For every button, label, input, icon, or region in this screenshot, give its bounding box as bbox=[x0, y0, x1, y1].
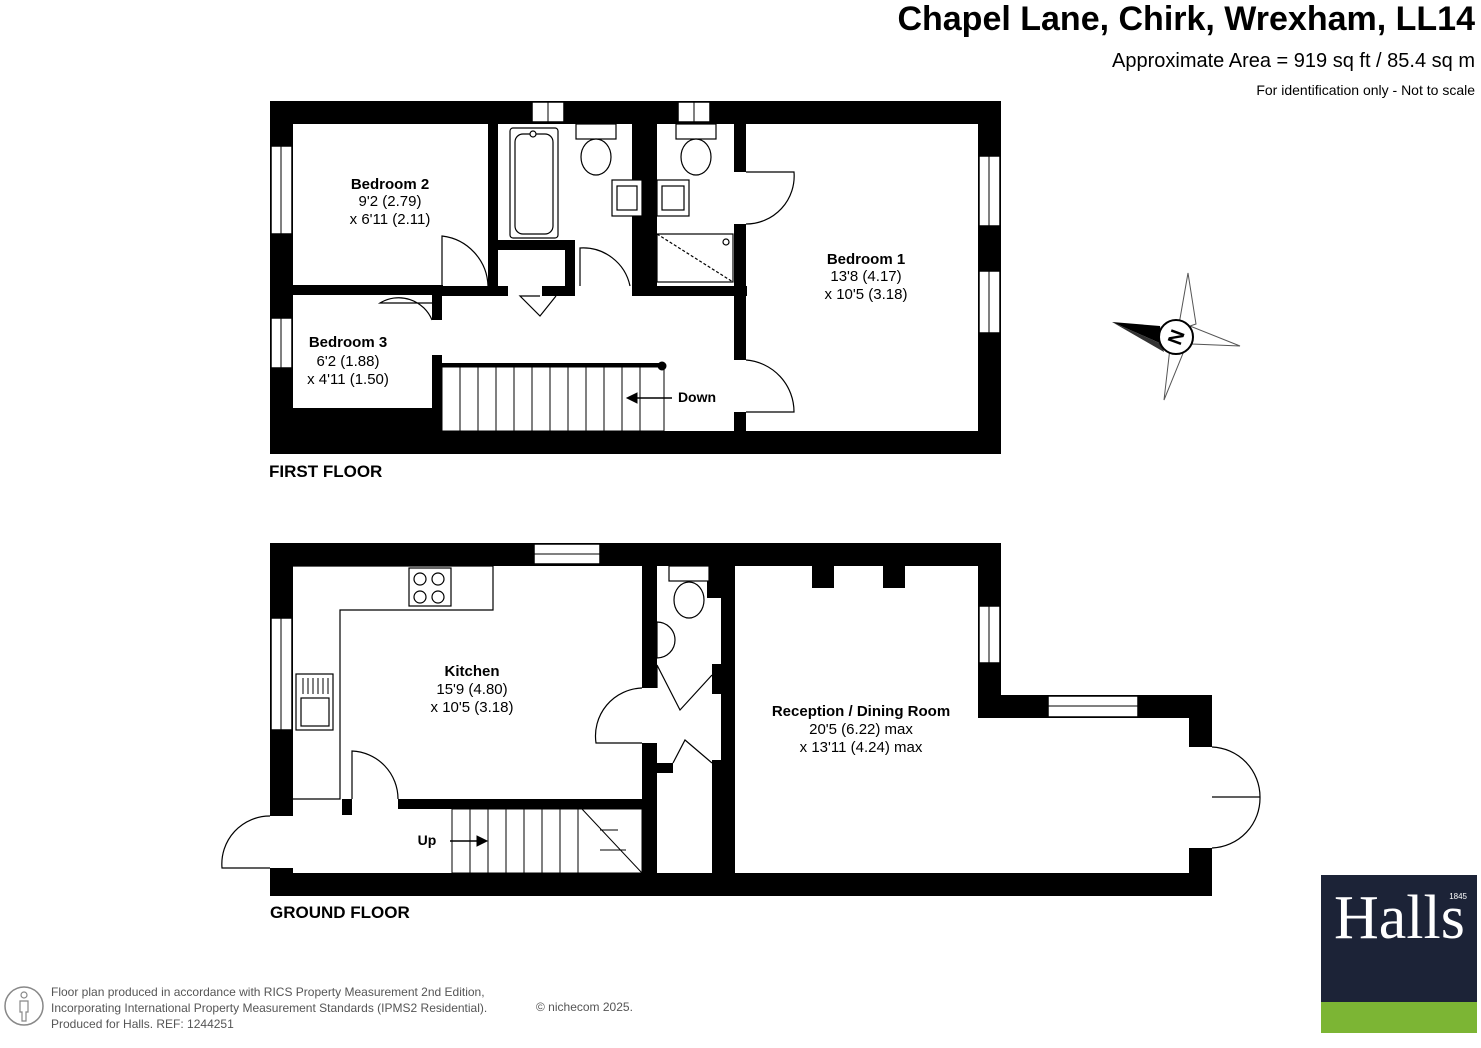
ground-floor-stairs bbox=[450, 808, 643, 874]
reception-dim1: 20'5 (6.22) max bbox=[809, 721, 913, 738]
sink-drainer bbox=[302, 678, 329, 694]
ground-floor-plan: Kitchen 15'9 (4.80) x 10'5 (3.18) Recept… bbox=[221, 543, 1261, 896]
first-floor-label: FIRST FLOOR bbox=[269, 462, 383, 481]
logo-year: 1845 bbox=[1449, 892, 1467, 901]
kitchen-dim1: 15'9 (4.80) bbox=[436, 681, 507, 698]
bedroom2-dim1: 9'2 (2.79) bbox=[359, 193, 422, 210]
footer-line3: Produced for Halls. REF: 1244251 bbox=[51, 1017, 234, 1031]
first-floor-plan: Bedroom 2 9'2 (2.79) x 6'11 (2.11) Bedro… bbox=[270, 101, 1001, 454]
ground-floor-room-labels: Kitchen 15'9 (4.80) x 10'5 (3.18) Recept… bbox=[418, 663, 951, 848]
kitchen-dim2: x 10'5 (3.18) bbox=[431, 699, 514, 716]
reception-dim2: x 13'11 (4.24) max bbox=[800, 739, 923, 756]
footer-notes: Floor plan produced in accordance with R… bbox=[51, 984, 487, 1032]
bedroom2-name: Bedroom 2 bbox=[351, 176, 429, 193]
ground-floor-walls bbox=[270, 543, 1212, 896]
bedroom1-dim2: x 10'5 (3.18) bbox=[825, 286, 908, 303]
bathroom-fixtures bbox=[509, 123, 734, 283]
person-icon bbox=[4, 986, 44, 1026]
first-floor-stairs bbox=[441, 361, 672, 432]
compass-rose: N bbox=[1112, 272, 1241, 401]
first-floor-window-panes bbox=[280, 102, 990, 368]
first-floor-doors bbox=[377, 171, 795, 413]
wc-fixtures bbox=[656, 565, 710, 659]
footer-line2: Incorporating International Property Mea… bbox=[51, 1001, 488, 1015]
stairs-down-label: Down bbox=[678, 389, 716, 405]
halls-logo: Halls 1845 bbox=[1321, 875, 1477, 1033]
bedroom3-name: Bedroom 3 bbox=[309, 334, 387, 351]
logo-accent-bar bbox=[1321, 1002, 1477, 1033]
ground-floor-label: GROUND FLOOR bbox=[270, 903, 410, 922]
footer-line1: Floor plan produced in accordance with R… bbox=[51, 985, 485, 999]
ground-floor-window-panes bbox=[280, 553, 1138, 730]
bedroom3-dim1: 6'2 (1.88) bbox=[317, 353, 380, 370]
logo-wordmark: Halls bbox=[1334, 884, 1465, 952]
bedroom1-name: Bedroom 1 bbox=[827, 251, 905, 268]
kitchen-name: Kitchen bbox=[444, 663, 499, 680]
bedroom1-dim1: 13'8 (4.17) bbox=[830, 268, 901, 285]
property-title: Chapel Lane, Chirk, Wrexham, LL14 bbox=[897, 0, 1475, 38]
bedroom2-dim2: x 6'11 (2.11) bbox=[350, 211, 431, 228]
approximate-area: Approximate Area = 919 sq ft / 85.4 sq m bbox=[1112, 50, 1475, 72]
kitchen-worktop bbox=[293, 565, 494, 800]
stairs-up-label: Up bbox=[418, 832, 437, 848]
ground-floor-doors bbox=[221, 664, 1261, 869]
reception-name: Reception / Dining Room bbox=[772, 703, 950, 720]
first-floor-room-labels: Bedroom 2 9'2 (2.79) x 6'11 (2.11) Bedro… bbox=[307, 176, 907, 405]
bedroom3-dim2: x 4'11 (1.50) bbox=[307, 371, 389, 388]
compass-north-letter: N bbox=[1164, 327, 1190, 348]
disclaimer: For identification only - Not to scale bbox=[1256, 82, 1475, 98]
copyright: © nichecom 2025. bbox=[536, 1000, 633, 1014]
